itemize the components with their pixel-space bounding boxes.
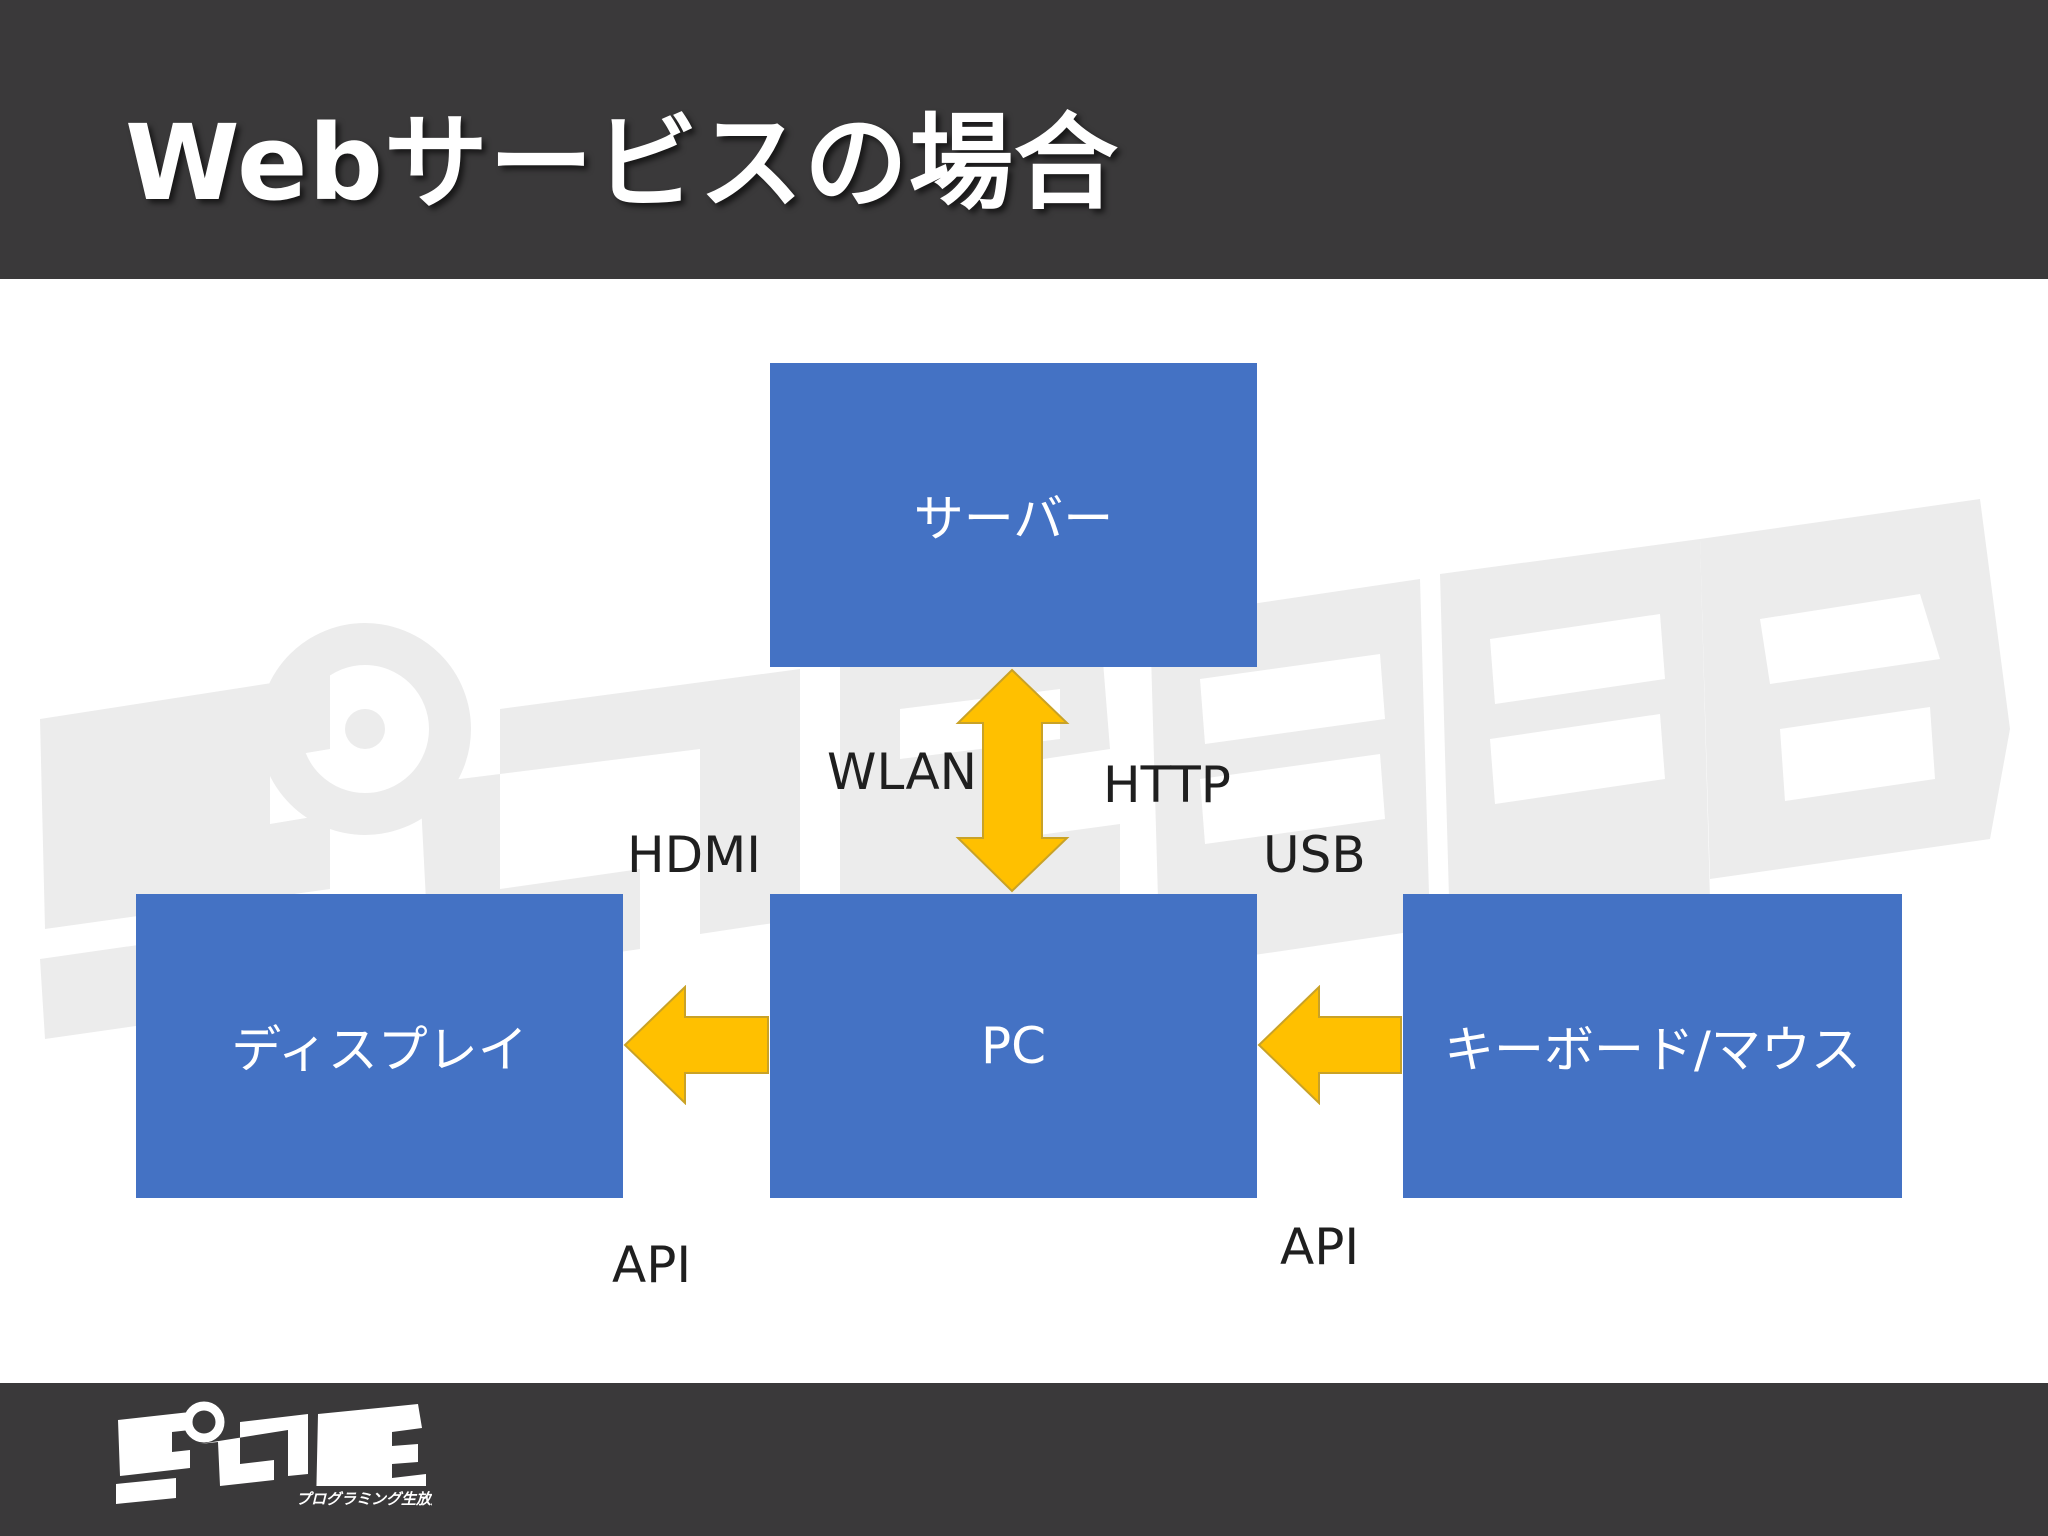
- api-input-label: API: [1280, 1218, 1360, 1276]
- keyboard-mouse-box: キーボード/マウス: [1403, 894, 1902, 1198]
- hdmi-label: HDMI: [627, 826, 761, 884]
- wlan-label: WLAN: [827, 743, 978, 801]
- server-box: サーバー: [770, 363, 1257, 667]
- pc-box: PC: [770, 894, 1257, 1198]
- server-label: サーバー: [913, 490, 1114, 548]
- puronama-logo: プログラミング生放送: [116, 1401, 432, 1510]
- title-bar: Webサービスの場合: [0, 0, 2048, 279]
- display-label: ディスプレイ: [231, 1021, 528, 1079]
- display-box: ディスプレイ: [136, 894, 623, 1198]
- wlan-double-arrow: [955, 668, 1070, 893]
- http-label: HTTP: [1103, 756, 1231, 814]
- slide-title: Webサービスの場合: [125, 102, 1119, 224]
- pc-to-display-arrow: [623, 985, 769, 1105]
- pc-label: PC: [980, 1017, 1047, 1075]
- usb-label: USB: [1263, 826, 1366, 884]
- api-display-label: API: [612, 1236, 692, 1294]
- logo-subtext: プログラミング生放送: [296, 1490, 432, 1508]
- keyboard-mouse-label: キーボード/マウス: [1444, 1021, 1861, 1079]
- input-to-pc-arrow: [1257, 985, 1402, 1105]
